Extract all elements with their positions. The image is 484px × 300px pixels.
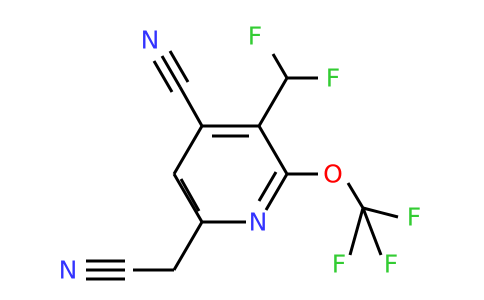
bond-ring-c5-c4 [172,125,204,175]
bond-c6-ch2 [172,221,204,271]
bond-triple-3 [168,50,190,83]
atom-n-nitrile-top: N [141,26,160,55]
cyanomethyl-group [86,221,204,281]
bond-cf3-f-right [362,206,399,219]
atom-o-ether: O [323,160,343,189]
bond-chf2-f-left [271,53,289,79]
trifluoromethoxy-group [287,172,399,256]
atom-labels: N F F O N N F F F [59,22,422,285]
bond-ring-c2-n [264,173,289,211]
bond-triple-1 [160,55,182,88]
bond-c3-chf2 [257,77,289,127]
bond-cf3-f-bottom-right [361,207,383,256]
bond-ring-c6-c5 [172,173,204,223]
difluoromethyl-group [257,53,318,127]
bond-ring-c3-c2 [257,125,289,175]
bond-cf3-f-bottom-left [348,207,365,256]
atom-n-nitrile-bottom: N [59,256,78,285]
atom-f-cf3-bottom-left: F [332,250,346,279]
nitrile-top [152,50,204,127]
bond-o-cf3 [346,182,365,209]
atom-f-chf2-right: F [326,64,340,93]
pyridine-ring [172,124,289,224]
atom-f-cf3-bottom-right: F [384,250,398,279]
bond-triple-2 [152,60,174,93]
atom-n-ring: N [249,208,268,237]
atom-f-cf3-right: F [407,203,421,232]
atom-f-chf2-left: F [248,22,262,51]
bond-c4-cn [178,86,204,127]
bond-ring-c2-n-inner [257,171,278,202]
bond-ring-c6-c5-inner [179,178,201,212]
